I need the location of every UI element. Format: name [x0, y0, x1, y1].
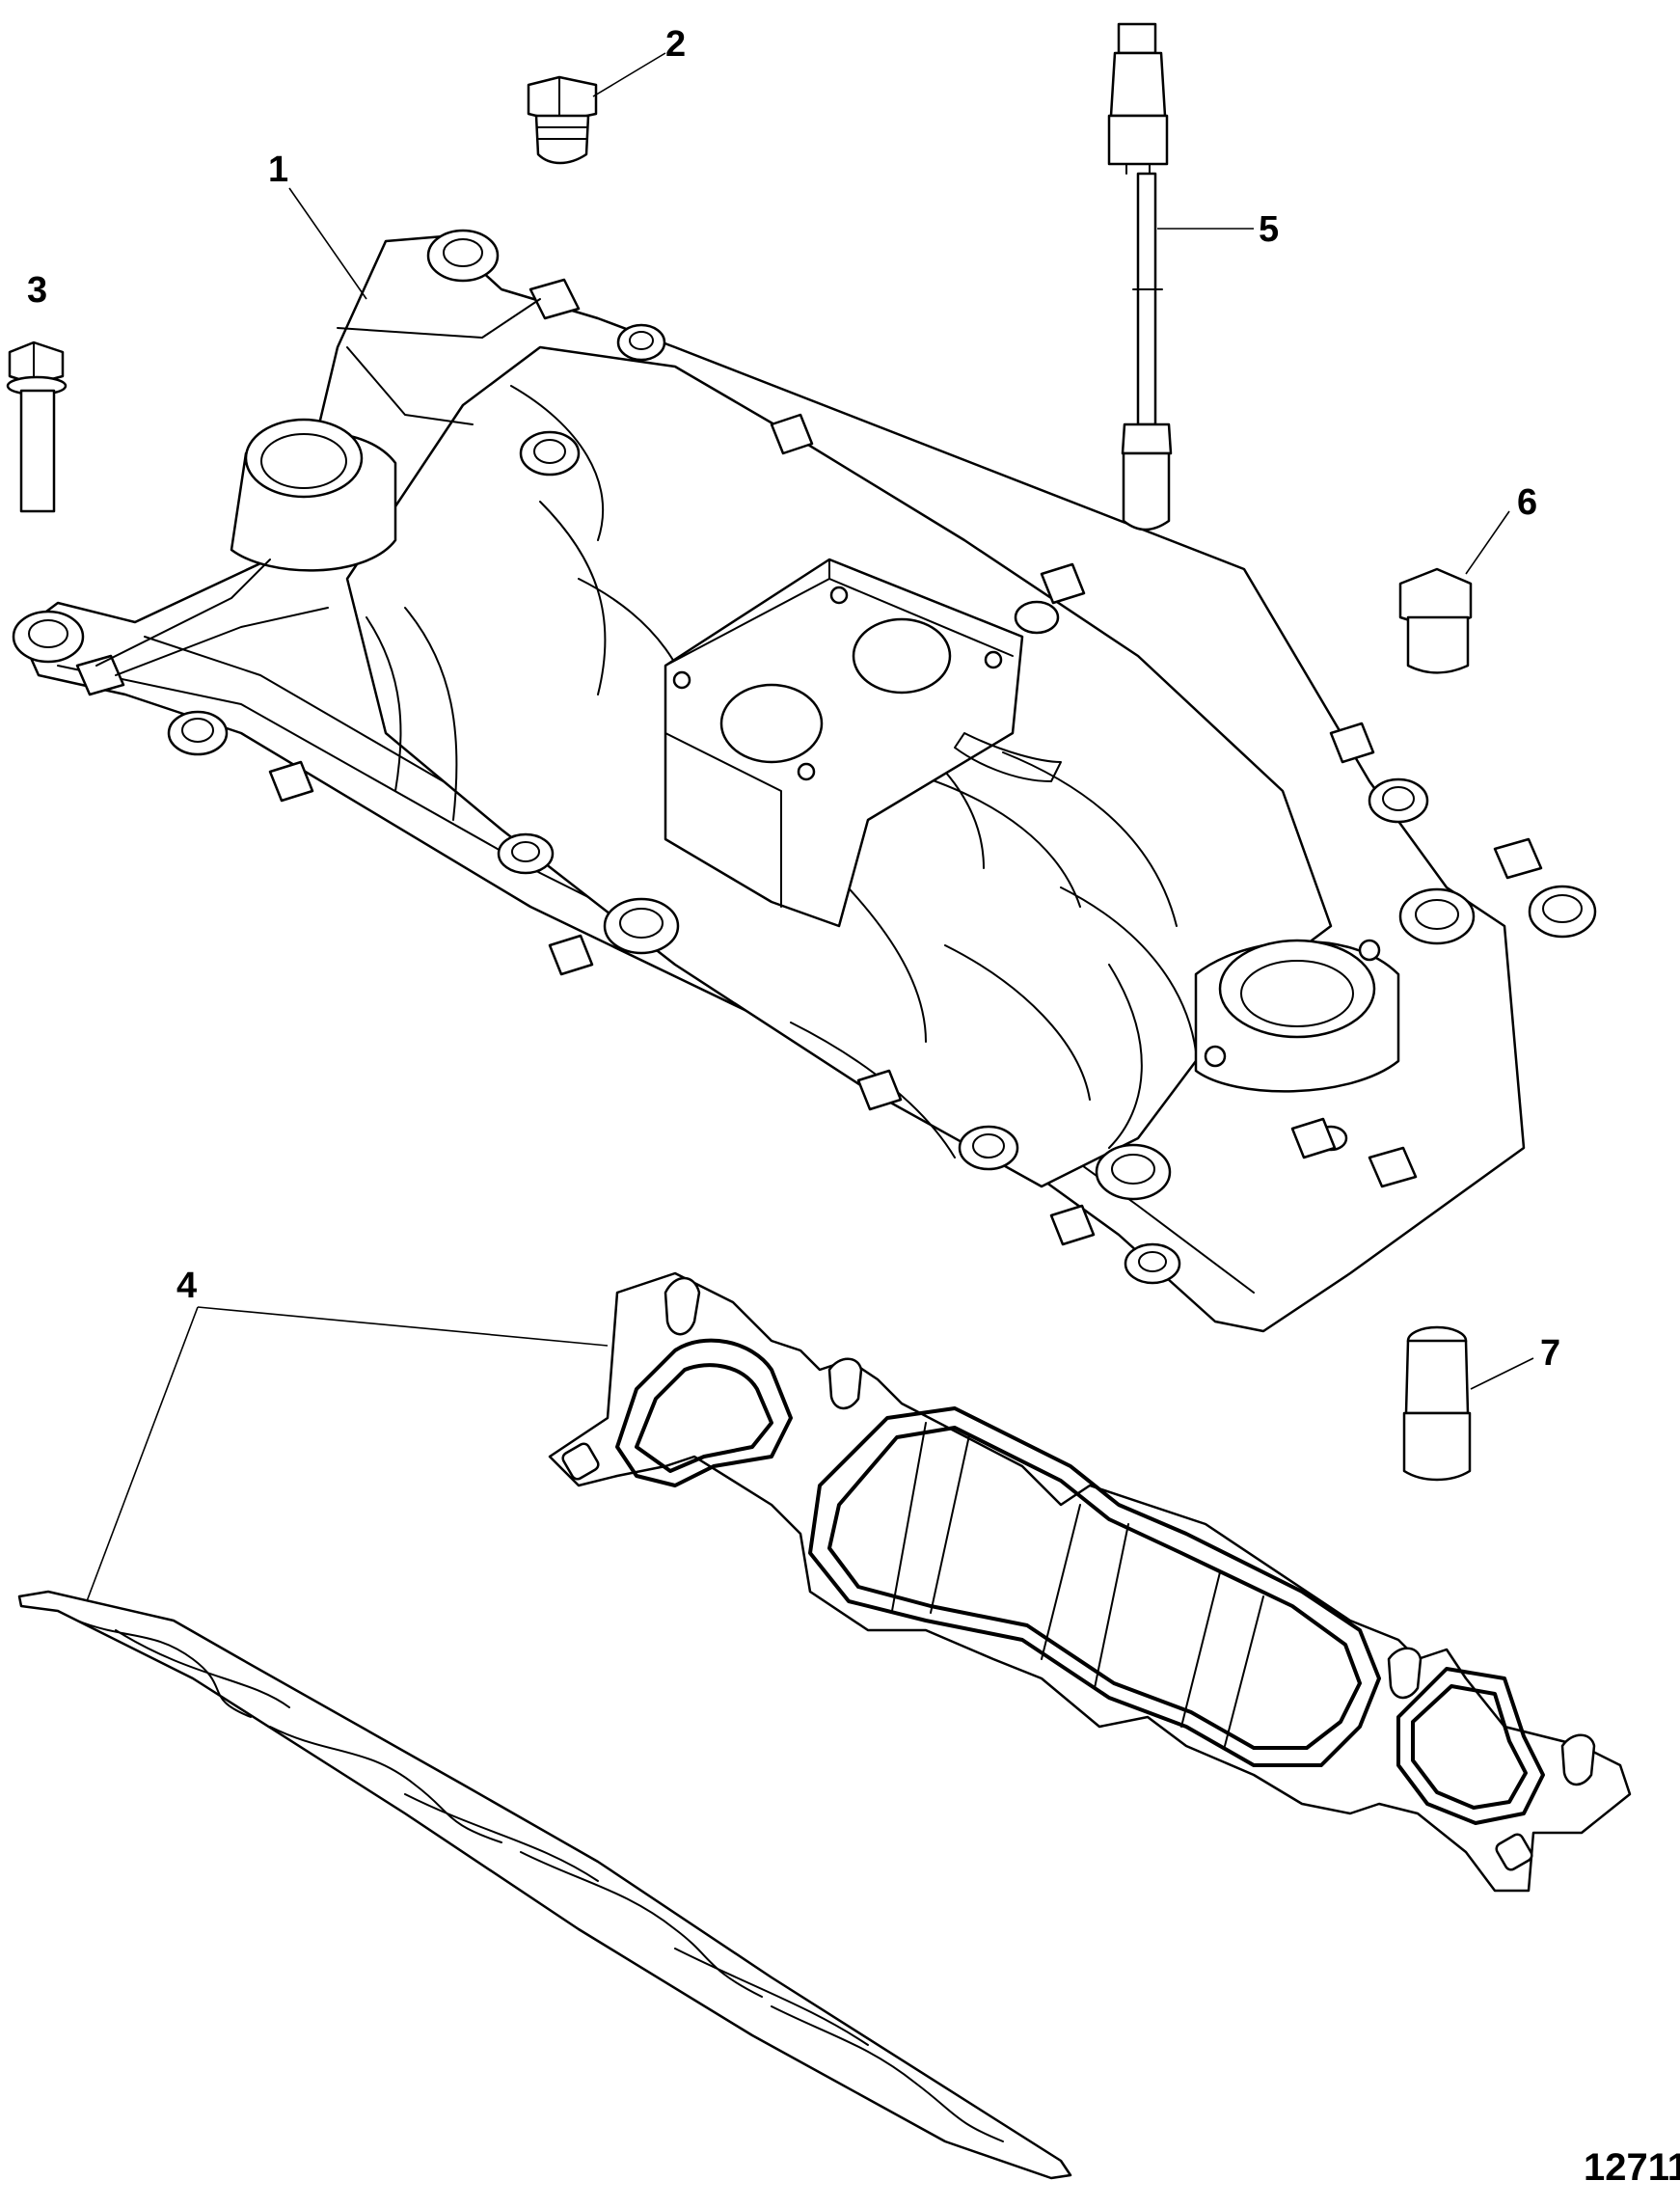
callout-7: 7: [1540, 1333, 1560, 1374]
leader-lines: [86, 52, 1534, 1602]
callout-6: 6: [1517, 482, 1537, 523]
intake-gasket-left-edge-view: [17, 1590, 1072, 2180]
callout-4: 4: [176, 1266, 197, 1306]
figure-number: 12711: [1584, 2146, 1680, 2189]
cap-fitting-6: [1398, 567, 1473, 674]
intake-manifold: [12, 229, 1597, 1333]
callout-2: 2: [665, 24, 686, 65]
sensor-harness-5: [1107, 22, 1173, 532]
bolt-3: [6, 341, 68, 513]
callout-3: 3: [27, 270, 47, 311]
fitting-7: [1402, 1325, 1472, 1482]
intake-gasket-right: [548, 1271, 1632, 1893]
callout-5: 5: [1259, 209, 1279, 250]
plug-fitting-2: [527, 75, 598, 165]
bolt-bosses: [12, 229, 1597, 1285]
locator-tabs: [75, 278, 1543, 1246]
callout-1: 1: [268, 150, 288, 190]
